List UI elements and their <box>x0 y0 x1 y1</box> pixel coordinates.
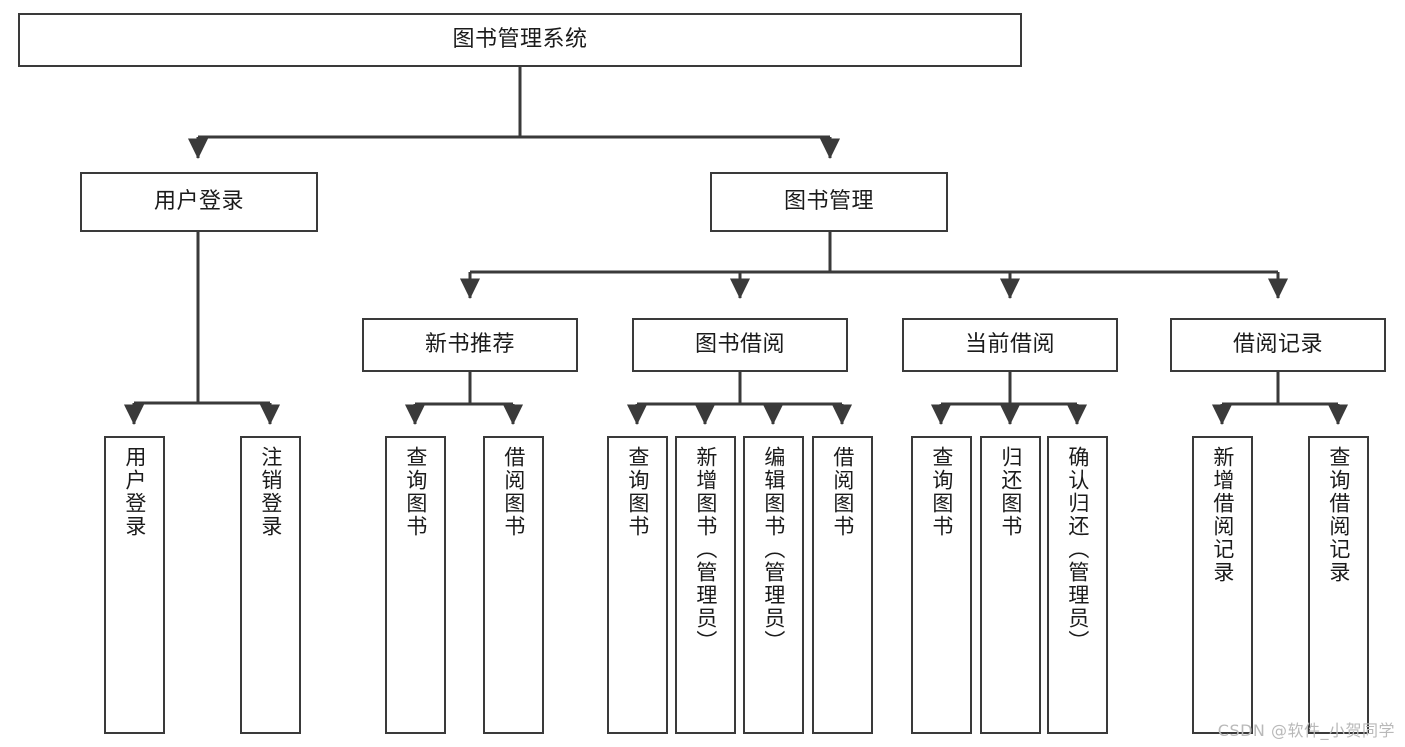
node-leaf-query-book-newbook[interactable]: 查询图书 <box>385 436 446 734</box>
node-label: 用户登录 <box>122 446 147 538</box>
node-current-borrow[interactable]: 当前借阅 <box>902 318 1118 372</box>
node-book-management[interactable]: 图书管理 <box>710 172 948 232</box>
node-label: 归还图书 <box>998 446 1023 538</box>
node-leaf-query-book-borrow[interactable]: 查询图书 <box>607 436 668 734</box>
node-label: 确认归还（管理员） <box>1065 446 1090 653</box>
node-label: 当前借阅 <box>964 332 1055 358</box>
node-leaf-confirm-return[interactable]: 确认归还（管理员） <box>1047 436 1108 734</box>
node-leaf-add-book[interactable]: 新增图书（管理员） <box>675 436 736 734</box>
node-leaf-user-login[interactable]: 用户登录 <box>104 436 165 734</box>
node-leaf-borrow-book[interactable]: 借阅图书 <box>812 436 873 734</box>
node-label: 借阅图书 <box>830 446 855 538</box>
node-label: 查询图书 <box>625 446 650 538</box>
node-leaf-query-book-current[interactable]: 查询图书 <box>911 436 972 734</box>
node-book-borrow[interactable]: 图书借阅 <box>632 318 848 372</box>
node-leaf-edit-book[interactable]: 编辑图书（管理员） <box>743 436 804 734</box>
node-label: 借阅记录 <box>1232 332 1323 358</box>
node-label: 新增借阅记录 <box>1210 446 1235 584</box>
node-leaf-query-borrow-record[interactable]: 查询借阅记录 <box>1308 436 1369 734</box>
node-label: 查询图书 <box>403 446 428 538</box>
node-leaf-add-borrow-record[interactable]: 新增借阅记录 <box>1192 436 1253 734</box>
node-leaf-borrow-book-newbook[interactable]: 借阅图书 <box>483 436 544 734</box>
node-borrow-records[interactable]: 借阅记录 <box>1170 318 1386 372</box>
node-label: 查询图书 <box>929 446 954 538</box>
node-user-login[interactable]: 用户登录 <box>80 172 318 232</box>
node-leaf-user-logout[interactable]: 注销登录 <box>240 436 301 734</box>
node-label: 用户登录 <box>153 189 244 215</box>
node-label: 新增图书（管理员） <box>693 446 718 653</box>
watermark-text: CSDN @软件_小贺同学 <box>1217 721 1395 740</box>
node-label: 图书管理系统 <box>452 27 588 53</box>
node-root-system[interactable]: 图书管理系统 <box>18 13 1022 67</box>
node-label: 图书借阅 <box>694 332 785 358</box>
node-label: 借阅图书 <box>501 446 526 538</box>
node-label: 编辑图书（管理员） <box>761 446 786 653</box>
node-label: 注销登录 <box>258 446 283 538</box>
node-leaf-return-book[interactable]: 归还图书 <box>980 436 1041 734</box>
node-label: 新书推荐 <box>424 332 515 358</box>
node-label: 查询借阅记录 <box>1326 446 1351 584</box>
node-label: 图书管理 <box>783 189 874 215</box>
node-new-book-recommend[interactable]: 新书推荐 <box>362 318 578 372</box>
